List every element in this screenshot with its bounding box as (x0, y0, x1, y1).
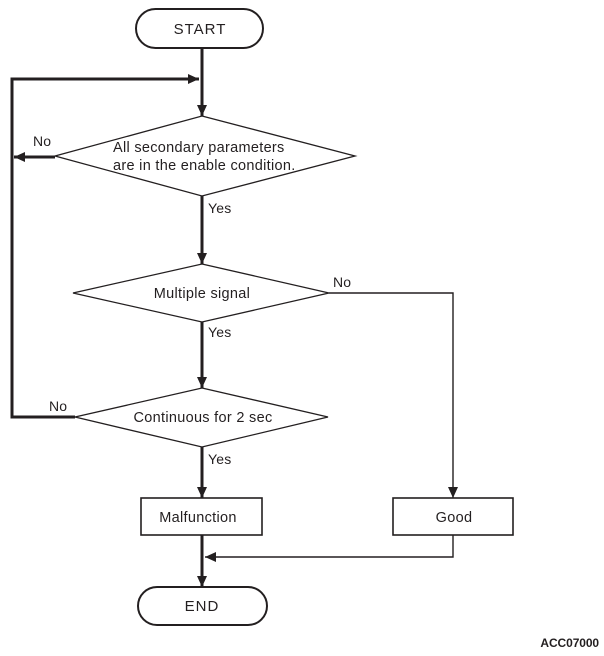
decision3-no-label: No (49, 398, 67, 414)
figure-code: ACC07000 (540, 636, 599, 650)
decision2-diamond (72, 263, 330, 323)
malfunction-label: Malfunction (159, 510, 236, 526)
good-box (392, 497, 514, 536)
decision1-label-line1: All secondary parameters (113, 140, 285, 156)
start-terminal (135, 8, 264, 49)
malfunction-box (140, 497, 263, 536)
decision3-diamond (74, 387, 329, 448)
decision1-diamond (52, 115, 358, 197)
arrow-loop-return (10, 74, 199, 419)
arrow-good-merge (205, 535, 454, 562)
decision1-yes-label: Yes (208, 200, 231, 216)
decision1-no-label: No (33, 133, 51, 149)
arrow-decision2-no-to-good (329, 292, 458, 498)
decision2-no-label: No (333, 274, 351, 290)
decision3-label: Continuous for 2 sec (134, 410, 273, 426)
decision2-label: Multiple signal (154, 286, 250, 302)
decision3-yes-label: Yes (208, 451, 231, 467)
end-terminal (137, 586, 268, 626)
decision2-yes-label: Yes (208, 324, 231, 340)
start-label: START (174, 21, 227, 38)
end-label: END (185, 598, 220, 615)
good-label: Good (436, 510, 473, 526)
decision1-label-line2: are in the enable condition. (113, 158, 296, 174)
